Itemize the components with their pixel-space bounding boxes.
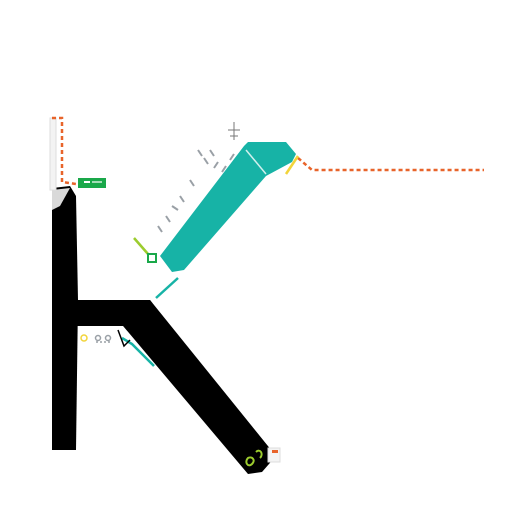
yellow-accent-stroke (284, 155, 300, 175)
teal-panel-edge (245, 149, 267, 175)
orange-dashed-path-left (52, 116, 77, 186)
lime-square-icon (147, 253, 157, 263)
corner-marker-icon (245, 447, 281, 467)
bar-highlight (52, 188, 70, 210)
teal-panel (160, 142, 296, 272)
green-tag-icon (78, 178, 106, 188)
small-loop-icon (80, 334, 112, 343)
teal-connector-line (155, 277, 179, 299)
grey-dash-marks (157, 149, 235, 233)
orange-dashed-path-right (297, 157, 484, 172)
grey-cross-mark (228, 122, 240, 140)
diagonal-leg (118, 300, 276, 474)
lime-accent-stroke (133, 237, 149, 255)
top-left-strip (49, 117, 57, 191)
black-hook-line (117, 329, 131, 348)
teal-curve-line (121, 336, 155, 367)
left-vertical-bar (52, 186, 78, 450)
